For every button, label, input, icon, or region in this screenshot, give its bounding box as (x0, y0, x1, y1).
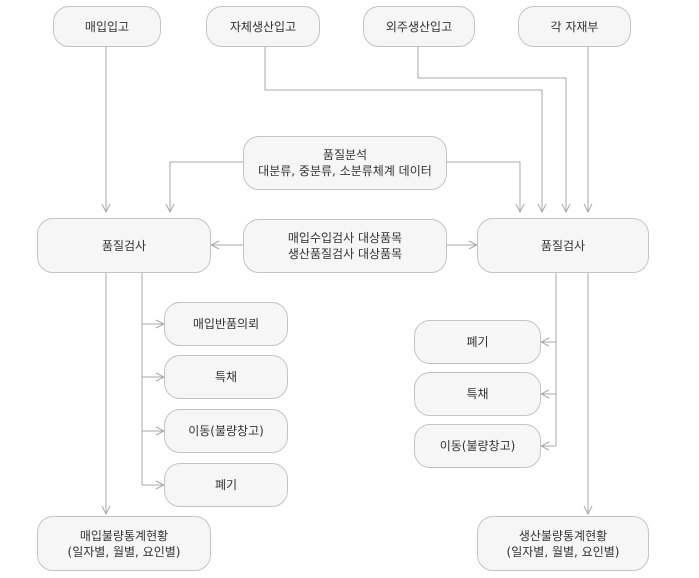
connector-self-production-to-inspection (264, 47, 542, 212)
node-outsourced-production-in: 외주생산입고 (363, 6, 475, 47)
node-production-defect-stats: 생산불량통계현황 (일자별, 월별, 요인별) (477, 516, 649, 571)
node-production-defect-stats-line1: 생산불량통계현황 (518, 528, 608, 543)
node-quality-analysis-detail: 대분류, 중분류, 소분류체계 데이터 (258, 164, 432, 178)
node-discard-right: 폐기 (414, 320, 541, 364)
connector-outsourced-to-inspection (417, 47, 566, 212)
node-each-materials: 각 자재부 (518, 6, 631, 47)
connector-analysis-to-right (447, 161, 520, 212)
node-self-production-in-label: 자체생산입고 (229, 19, 297, 34)
node-purchase-defect-stats-line2: (일자별, 월별, 요인별) (67, 544, 181, 559)
node-each-materials-label: 각 자재부 (550, 19, 599, 34)
node-move-defect-right-label: 이동(불량창고) (439, 439, 516, 453)
node-discard-right-label: 폐기 (466, 335, 489, 349)
node-inspection-right: 품질검사 (477, 218, 649, 273)
node-inspection-targets: 매입수입검사 대상품목 생산품질검사 대상품목 (243, 219, 447, 273)
node-special-acceptance-right: 특채 (414, 372, 541, 416)
node-purchase-return-request-label: 매입반품의뢰 (192, 317, 260, 331)
node-special-acceptance-right-label: 특채 (466, 387, 489, 401)
node-special-acceptance-left-label: 특채 (214, 370, 238, 384)
node-inspection-targets-line2: 생산품질검사 대상품목 (287, 247, 403, 261)
node-inspection-left-label: 품질검사 (101, 238, 147, 253)
node-quality-analysis: 품질분석 대분류, 중분류, 소분류체계 데이터 (243, 136, 447, 190)
node-quality-analysis-title: 품질분석 (322, 148, 368, 162)
node-purchase-return-request: 매입반품의뢰 (164, 302, 288, 346)
connector-analysis-to-left (170, 161, 243, 212)
node-purchase-in-label: 매입입고 (84, 19, 130, 34)
node-purchase-defect-stats-line1: 매입불량통계현황 (79, 528, 169, 543)
node-move-defect-right: 이동(불량창고) (414, 424, 541, 468)
node-purchase-in: 매입입고 (53, 6, 161, 47)
node-discard-left: 폐기 (164, 463, 288, 507)
node-discard-left-label: 폐기 (214, 478, 238, 492)
node-inspection-left: 품질검사 (37, 218, 211, 273)
node-production-defect-stats-line2: (일자별, 월별, 요인별) (506, 544, 620, 559)
node-self-production-in: 자체생산입고 (206, 6, 320, 47)
node-inspection-targets-line1: 매입수입검사 대상품목 (287, 231, 403, 245)
node-inspection-right-label: 품질검사 (540, 238, 586, 253)
node-special-acceptance-left: 특채 (164, 355, 288, 399)
node-purchase-defect-stats: 매입불량통계현황 (일자별, 월별, 요인별) (37, 516, 211, 571)
node-outsourced-production-in-label: 외주생산입고 (385, 19, 453, 34)
node-move-defect-left: 이동(불량창고) (164, 409, 288, 453)
node-move-defect-left-label: 이동(불량창고) (188, 424, 264, 438)
